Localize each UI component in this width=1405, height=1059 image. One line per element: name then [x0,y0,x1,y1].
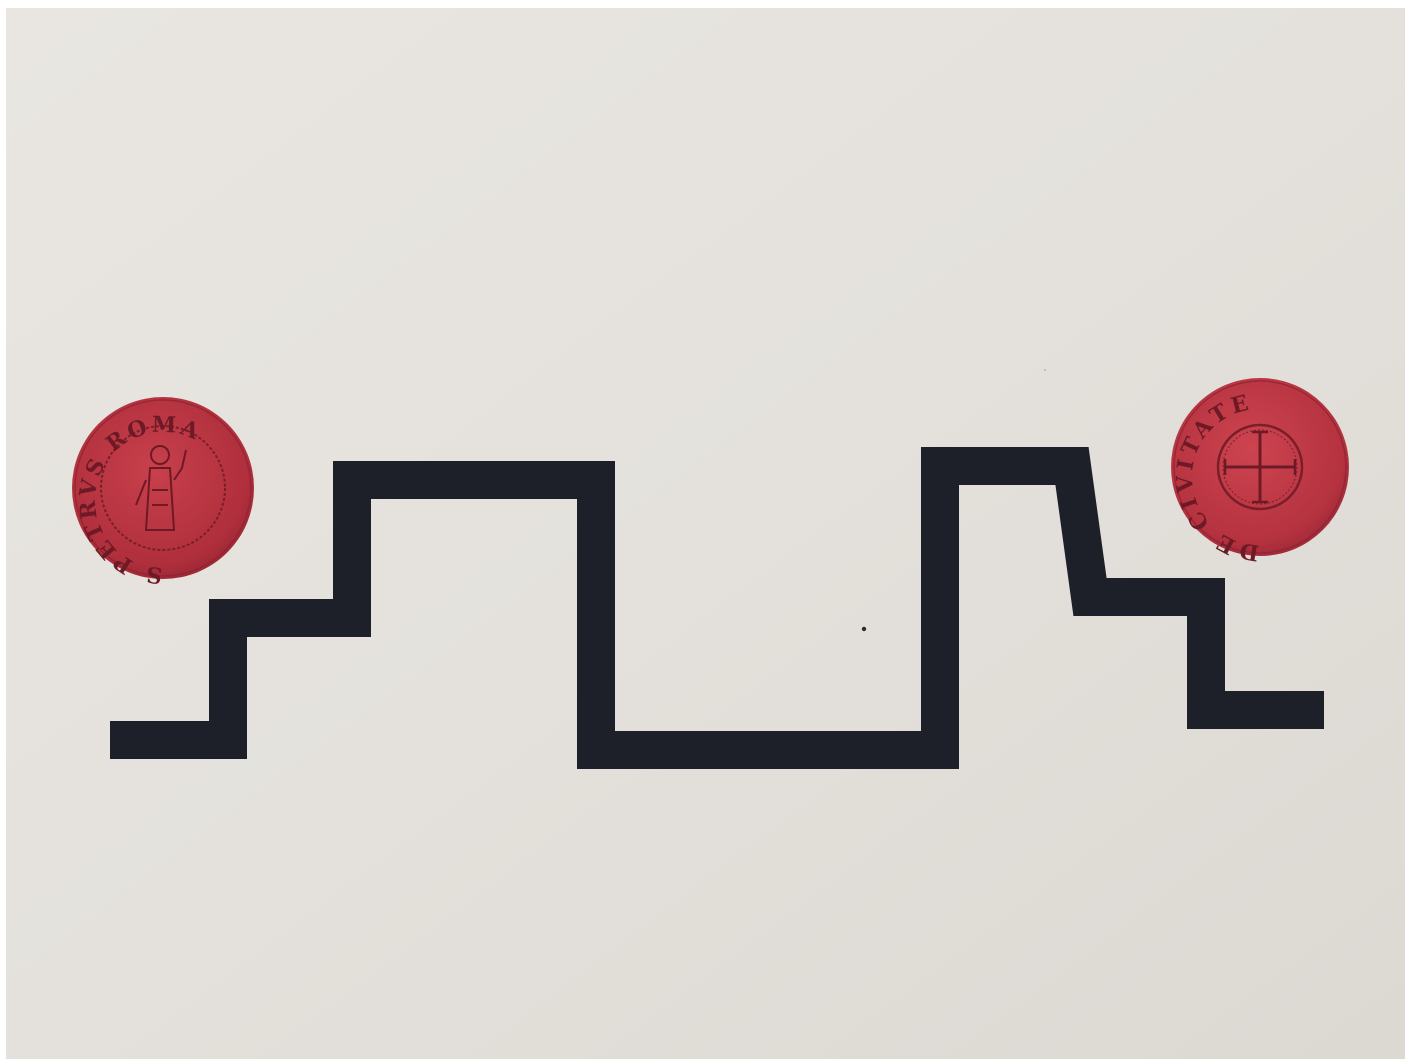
cross-icon [1223,430,1297,504]
saint-figure-icon [135,445,187,531]
ink-speck [861,626,867,632]
stepped-line [110,447,1324,769]
